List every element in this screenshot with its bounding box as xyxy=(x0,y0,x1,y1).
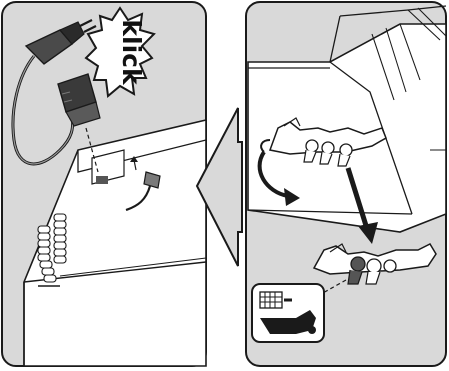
left-panel: klick xyxy=(2,2,206,366)
inset-icon-box xyxy=(252,284,324,342)
right-panel xyxy=(246,2,446,366)
klick-label: klick xyxy=(117,19,146,86)
